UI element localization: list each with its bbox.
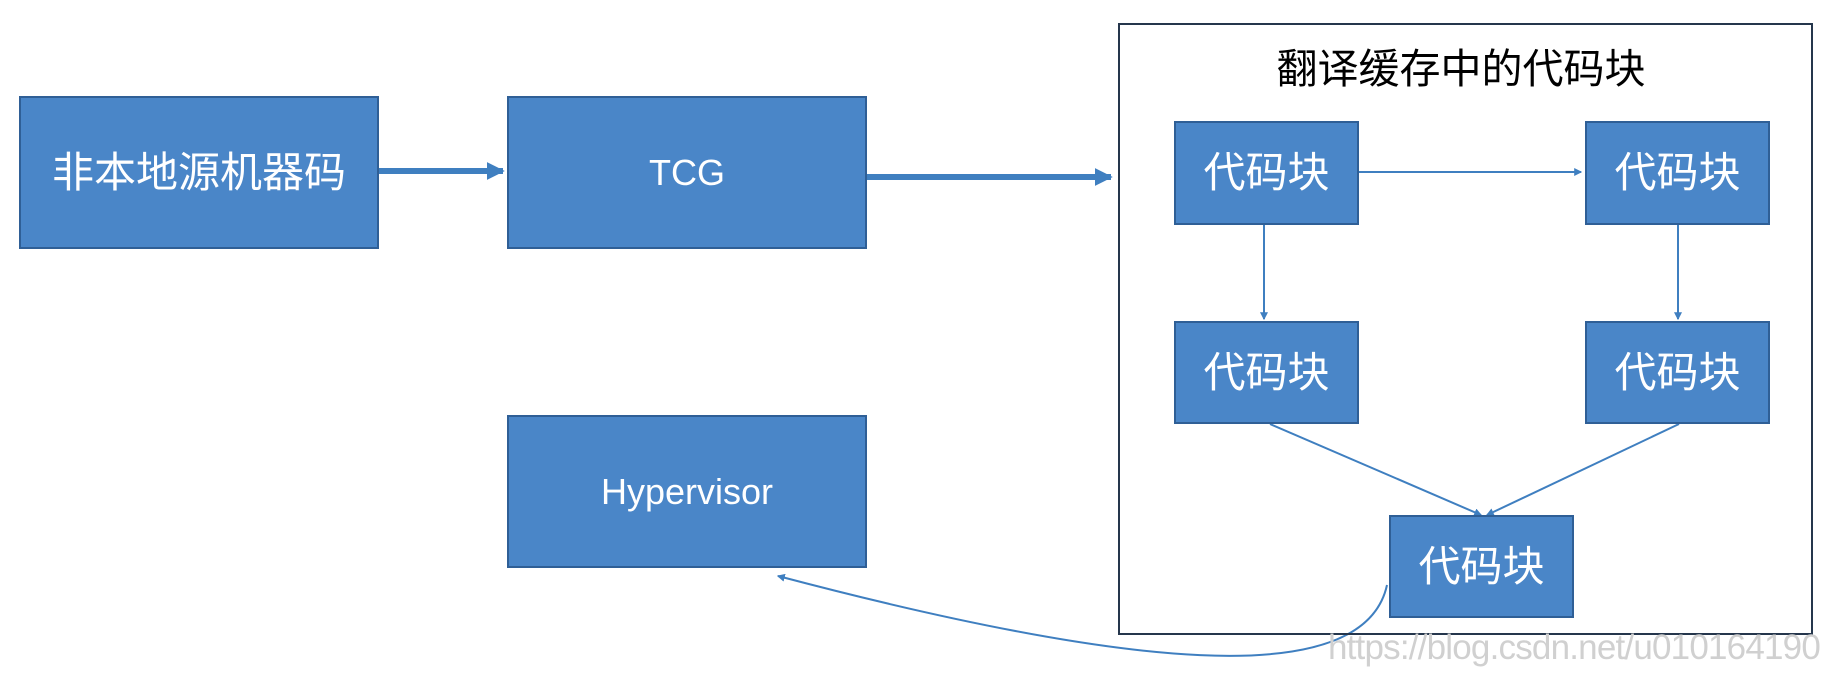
code-block-5: 代码块 bbox=[1389, 515, 1574, 618]
arrow-block-4-to-block-5 bbox=[1485, 423, 1680, 516]
watermark-url: https://blog.csdn.net/u010164190 bbox=[1327, 627, 1821, 667]
code-block-4: 代码块 bbox=[1585, 321, 1770, 424]
code-block-5-label: 代码块 bbox=[1418, 541, 1545, 591]
code-block-1-label: 代码块 bbox=[1203, 148, 1330, 197]
hypervisor-label: Hypervisor bbox=[600, 470, 774, 512]
code-block-2-label: 代码块 bbox=[1614, 148, 1741, 197]
code-block-4-label: 代码块 bbox=[1614, 347, 1741, 397]
hypervisor-box: Hypervisor bbox=[507, 415, 867, 568]
source-machine-code-label: 非本地源机器码 bbox=[51, 147, 346, 197]
code-block-2: 代码块 bbox=[1585, 121, 1770, 225]
arrow-block-3-to-block-5 bbox=[1269, 423, 1483, 516]
tcg-box: TCG bbox=[507, 96, 867, 249]
source-machine-code-box: 非本地源机器码 bbox=[19, 96, 379, 249]
code-block-3-label: 代码块 bbox=[1203, 347, 1330, 397]
tcg-label: TCG bbox=[649, 151, 725, 193]
code-block-1: 代码块 bbox=[1174, 121, 1359, 225]
code-block-3: 代码块 bbox=[1174, 321, 1359, 424]
arrow-block-5-to-hypervisor bbox=[776, 573, 1388, 657]
translation-cache-frame bbox=[1118, 23, 1813, 635]
translation-cache-title: 翻译缓存中的代码块 bbox=[1276, 44, 1646, 93]
